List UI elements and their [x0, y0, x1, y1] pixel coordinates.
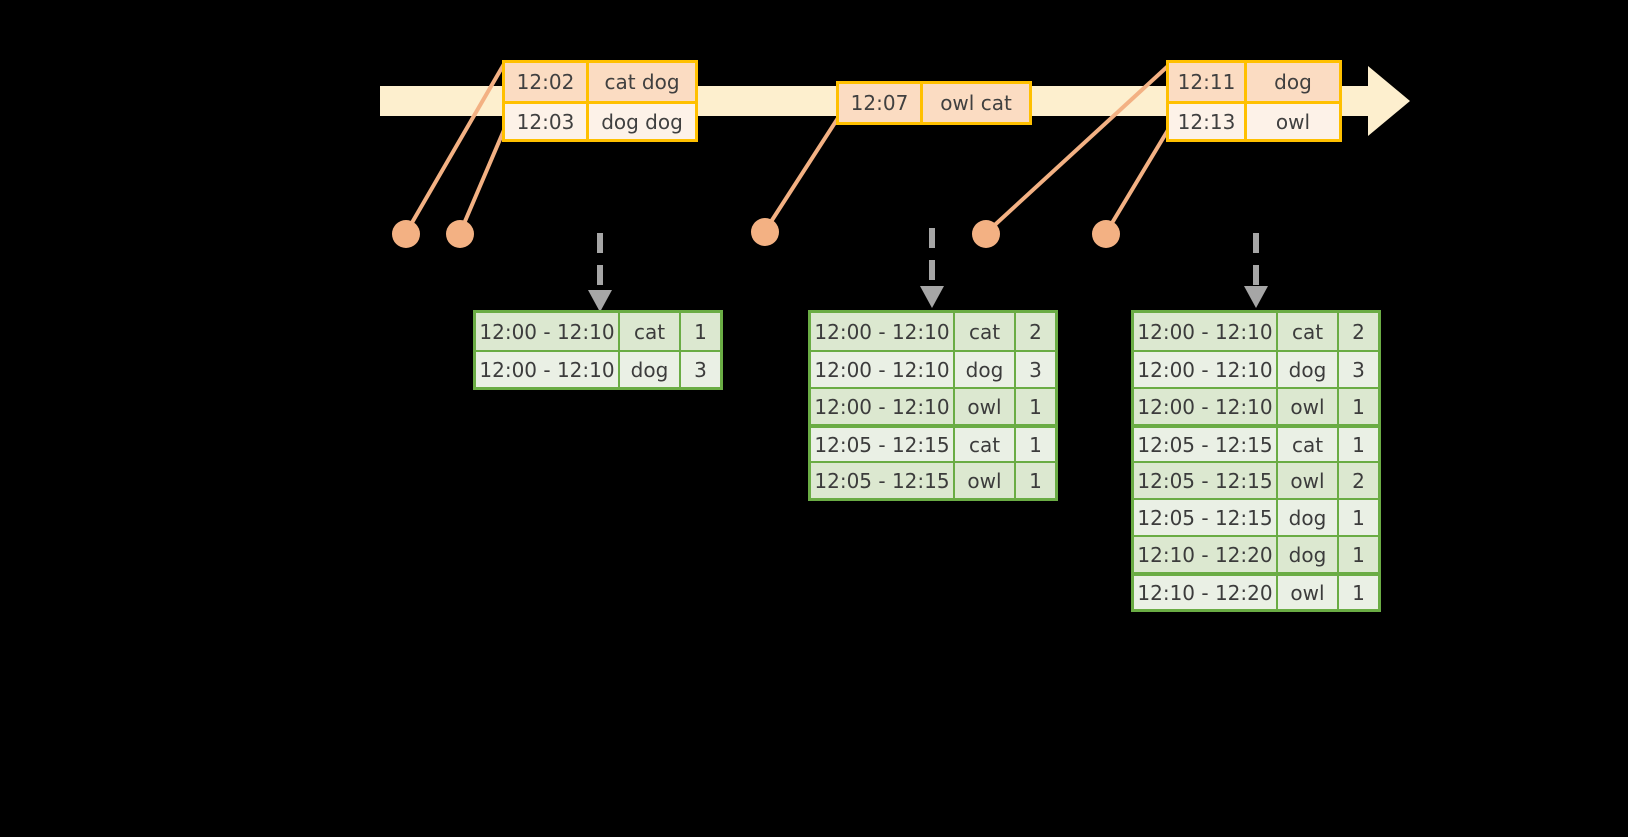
table-row[interactable]: 12:05 - 12:15 owl 2 — [1134, 461, 1378, 498]
table-row[interactable]: 12:00 - 12:10 dog 3 — [1134, 350, 1378, 387]
cell-window: 12:05 - 12:15 — [1134, 463, 1278, 498]
cell-word: owl — [955, 389, 1016, 424]
table-row[interactable]: 12:05 - 12:15 cat 1 — [1134, 424, 1378, 461]
cell-count: 1 — [1352, 542, 1365, 567]
cell-word: cat — [1278, 313, 1339, 350]
event-time: 12:03 — [505, 104, 589, 139]
cell-count: 1 — [1352, 505, 1365, 530]
connector-dot — [446, 220, 474, 248]
table-row[interactable]: 12:10 - 12:20 dog 1 — [1134, 535, 1378, 572]
cell-count: 3 — [1029, 357, 1042, 382]
cell-window: 12:00 - 12:10 — [811, 389, 955, 424]
cell-count: 1 — [1352, 580, 1365, 605]
cell-word: cat — [955, 313, 1016, 350]
cell-window: 12:00 - 12:10 — [811, 352, 955, 387]
cell-count: 1 — [1029, 394, 1042, 419]
event-row[interactable]: 12:13 owl — [1169, 101, 1339, 139]
dashed-arrow-2 — [920, 228, 944, 308]
table-row[interactable]: 12:00 - 12:10 cat 2 — [811, 313, 1055, 350]
table-row[interactable]: 12:05 - 12:15 cat 1 — [811, 424, 1055, 461]
event-group-2[interactable]: 12:07 owl cat — [836, 81, 1032, 125]
cell-word: dog — [1278, 352, 1339, 387]
window-table-2[interactable]: 12:00 - 12:10 cat 2 12:00 - 12:10 dog 3 … — [808, 310, 1058, 501]
dashed-arrow-3 — [1244, 233, 1268, 308]
event-words: owl — [1275, 109, 1311, 134]
cell-window: 12:00 - 12:10 — [1134, 389, 1278, 424]
event-time: 12:07 — [839, 84, 923, 122]
cell-word: dog — [955, 352, 1016, 387]
connector-dot — [392, 220, 420, 248]
cell-word: dog — [1278, 537, 1339, 572]
cell-count: 1 — [694, 319, 707, 344]
cell-count: 1 — [1352, 432, 1365, 457]
event-group-1[interactable]: 12:02 cat dog 12:03 dog dog — [502, 60, 698, 142]
cell-window: 12:10 - 12:20 — [1134, 537, 1278, 572]
cell-window: 12:10 - 12:20 — [1134, 576, 1278, 609]
cell-window: 12:05 - 12:15 — [811, 428, 955, 461]
cell-word: cat — [620, 313, 681, 350]
cell-window: 12:00 - 12:10 — [1134, 313, 1278, 350]
cell-window: 12:05 - 12:15 — [1134, 500, 1278, 535]
cell-word: owl — [1278, 576, 1339, 609]
cell-word: dog — [1278, 500, 1339, 535]
event-row[interactable]: 12:02 cat dog — [505, 63, 695, 101]
cell-word: owl — [1278, 389, 1339, 424]
event-words: dog — [1274, 70, 1312, 94]
cell-count: 1 — [1029, 468, 1042, 493]
event-row[interactable]: 12:11 dog — [1169, 63, 1339, 101]
event-row[interactable]: 12:07 owl cat — [839, 84, 1029, 122]
table-row[interactable]: 12:05 - 12:15 owl 1 — [811, 461, 1055, 498]
table-row[interactable]: 12:00 - 12:10 dog 3 — [476, 350, 720, 387]
event-words: dog dog — [601, 109, 683, 134]
cell-word: owl — [1278, 463, 1339, 498]
cell-window: 12:00 - 12:10 — [811, 313, 955, 350]
event-time: 12:13 — [1169, 104, 1247, 139]
cell-window: 12:05 - 12:15 — [811, 463, 955, 498]
event-words: owl cat — [940, 91, 1012, 115]
window-table-1[interactable]: 12:00 - 12:10 cat 1 12:00 - 12:10 dog 3 — [473, 310, 723, 390]
cell-count: 1 — [1029, 432, 1042, 457]
cell-word: dog — [620, 352, 681, 387]
cell-count: 2 — [1352, 319, 1365, 344]
event-time: 12:11 — [1169, 63, 1247, 101]
cell-count: 1 — [1352, 394, 1365, 419]
connector-dot — [1092, 220, 1120, 248]
cell-count: 2 — [1029, 319, 1042, 344]
cell-count: 2 — [1352, 468, 1365, 493]
table-row[interactable]: 12:00 - 12:10 owl 1 — [1134, 387, 1378, 424]
cell-window: 12:00 - 12:10 — [476, 313, 620, 350]
event-connector-dots — [392, 218, 1120, 248]
cell-word: cat — [1278, 428, 1339, 461]
event-row[interactable]: 12:03 dog dog — [505, 101, 695, 139]
cell-count: 3 — [1352, 357, 1365, 382]
cell-window: 12:00 - 12:10 — [476, 352, 620, 387]
window-table-3[interactable]: 12:00 - 12:10 cat 2 12:00 - 12:10 dog 3 … — [1131, 310, 1381, 612]
cell-count: 3 — [694, 357, 707, 382]
connector-dot — [751, 218, 779, 246]
table-row[interactable]: 12:00 - 12:10 cat 1 — [476, 313, 720, 350]
event-words: cat dog — [604, 70, 680, 94]
table-row[interactable]: 12:00 - 12:10 owl 1 — [811, 387, 1055, 424]
table-row[interactable]: 12:00 - 12:10 dog 3 — [811, 350, 1055, 387]
table-row[interactable]: 12:00 - 12:10 cat 2 — [1134, 313, 1378, 350]
table-row[interactable]: 12:10 - 12:20 owl 1 — [1134, 572, 1378, 609]
connector-dot — [972, 220, 1000, 248]
cell-window: 12:05 - 12:15 — [1134, 428, 1278, 461]
cell-word: cat — [955, 428, 1016, 461]
dashed-arrow-1 — [588, 233, 612, 312]
cell-window: 12:00 - 12:10 — [1134, 352, 1278, 387]
cell-word: owl — [955, 463, 1016, 498]
table-row[interactable]: 12:05 - 12:15 dog 1 — [1134, 498, 1378, 535]
event-time: 12:02 — [505, 63, 589, 101]
dashed-arrows — [588, 228, 1268, 312]
event-group-3[interactable]: 12:11 dog 12:13 owl — [1166, 60, 1342, 142]
